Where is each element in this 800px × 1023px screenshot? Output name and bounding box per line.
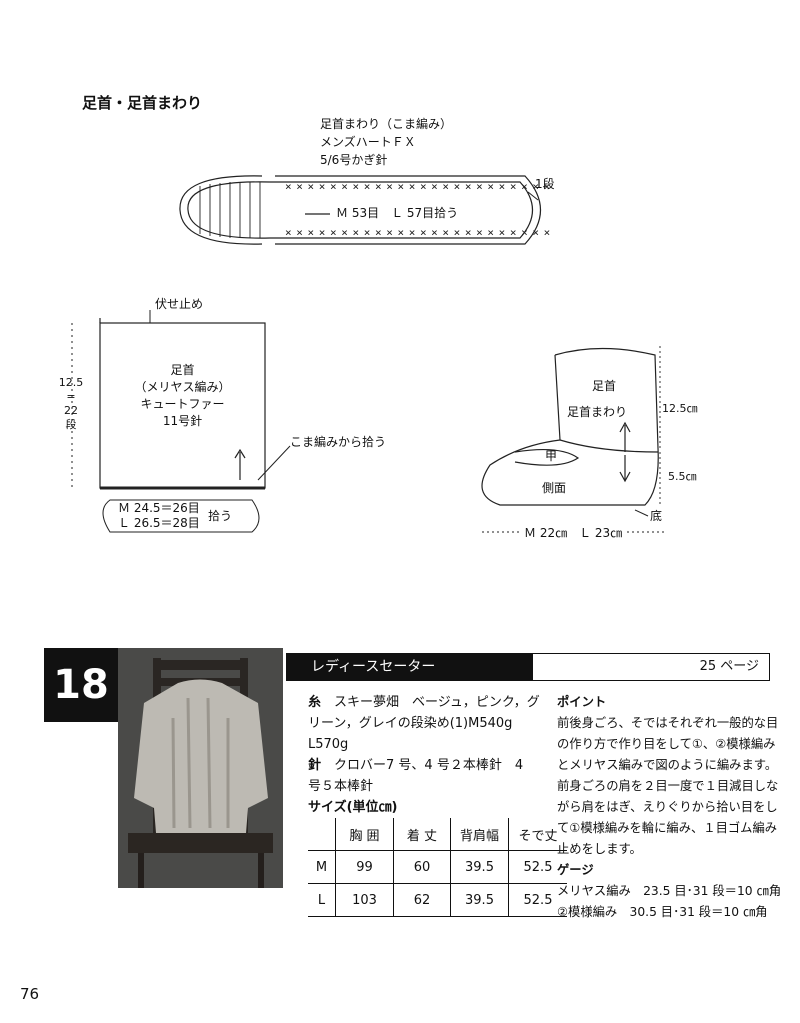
bind-off-label: 伏せ止め	[155, 297, 204, 311]
yarn-label: 糸	[308, 695, 322, 710]
boot-instep-label: 甲	[545, 449, 558, 463]
table-row: L 103 62 39.5 52.5	[308, 883, 567, 917]
size-cell: 60	[393, 850, 451, 884]
boot-height-lower: 5.5㎝	[668, 470, 697, 483]
size-table-header: 胸 囲 着 丈 背肩幅 そで丈	[308, 818, 567, 851]
cuff-title: 足首まわり（こま編み）	[320, 117, 453, 131]
m-count: Ｍ 24.5＝26目	[118, 501, 200, 515]
pattern-number: 18	[44, 648, 118, 722]
size-heading: サイズ(単位㎝)	[308, 800, 398, 815]
page-reference: 25 ページ	[699, 659, 759, 674]
panel-height-unit: 段	[65, 418, 77, 431]
size-header-cell: そで丈	[508, 818, 567, 851]
size-cell: M	[315, 859, 328, 875]
size-cell: 39.5	[450, 883, 509, 917]
size-header-cell: 胸 囲	[335, 818, 394, 851]
size-cell: 39.5	[450, 850, 509, 884]
gauge-heading: ゲージ	[557, 863, 594, 877]
sweater-illustration	[118, 648, 283, 888]
size-cell: 103	[335, 883, 394, 917]
yarn-text: スキー夢畑 ベージュ，ピンク，グリーン，グレイの段染め(1)M540g L570…	[308, 695, 540, 752]
size-header-cell	[308, 818, 336, 851]
ankle-panel-chart	[71, 310, 291, 533]
pattern-title-bar: レディースセーター 25 ページ	[286, 653, 770, 681]
size-cell: 99	[335, 850, 394, 884]
size-header-cell: 背肩幅	[450, 818, 509, 851]
table-row: M 99 60 39.5 52.5	[308, 850, 567, 884]
panel-height: 12.5 = 22 段	[56, 376, 86, 432]
cuff-stitch-count: Ｍ 53目 Ｌ 57目拾う	[336, 206, 459, 220]
gauge-line: ②模様編み 30.5 目･31 段＝10 ㎝角	[557, 905, 768, 919]
needle-label: 針	[308, 758, 322, 773]
l-count: Ｌ 26.5＝28目	[118, 516, 200, 530]
boot-length: Ｍ 22㎝ Ｌ 23㎝	[520, 525, 627, 542]
panel-technique: （メリヤス編み）	[134, 380, 231, 394]
pickup-note: こま編みから拾う	[290, 435, 387, 449]
panel-yarn: キュートファー	[140, 397, 225, 411]
section-title: 足首・足首まわり	[82, 94, 203, 112]
point-block: ポイント 前後身ごろ、そではそれぞれ一般的な目の作り方で作り目をして①、②模様編…	[557, 692, 787, 923]
size-table: 胸 囲 着 丈 背肩幅 そで丈 M 99 60 39.5 52.5 L 103 …	[308, 818, 567, 917]
gauge-line: メリヤス編み 23.5 目･31 段＝10 ㎝角	[557, 884, 782, 898]
sweater-photo	[118, 648, 283, 888]
materials-block: 糸 スキー夢畑 ベージュ，ピンク，グリーン，グレイの段染め(1)M540g L5…	[308, 692, 540, 818]
svg-text:× × × × × × × × × × × × × × ×: × × × × × × × × × × × × × × × × × × × × …	[285, 180, 550, 193]
yarn-line: 糸 スキー夢畑 ベージュ，ピンク，グリーン，グレイの段染め(1)M540g L5…	[308, 692, 540, 755]
cuff-hook: 5/6号かぎ針	[320, 153, 388, 167]
pattern-title: レディースセーター	[287, 654, 533, 680]
size-cell: 52.5	[508, 850, 567, 884]
needle-line: 針 クロバー7 号、4 号２本棒針 4 号５本棒針	[308, 755, 540, 797]
point-heading: ポイント	[557, 695, 607, 709]
panel-name: 足首	[170, 363, 195, 377]
boot-height-upper: 12.5㎝	[662, 402, 698, 415]
panel-needle: 11号針	[162, 414, 203, 428]
size-header-cell: 着 丈	[393, 818, 451, 851]
svg-text:× × × × × × × × × × × × × × ×: × × × × × × × × × × × × × × × × × × × × …	[285, 226, 550, 239]
boot-side-label: 側面	[542, 481, 567, 495]
boot-ankle-around-label: 足首まわり	[567, 405, 628, 419]
cuff-row-label: 1段	[535, 177, 555, 191]
size-cell: L	[317, 892, 326, 908]
size-cell: 52.5	[508, 883, 567, 917]
ankle-cuff-chart	[179, 175, 542, 245]
boot-illustration	[481, 346, 665, 533]
panel-height-rows: 22	[64, 404, 78, 417]
size-cell: 62	[393, 883, 451, 917]
point-text: 前後身ごろ、そではそれぞれ一般的な目の作り方で作り目をして①、②模様編みとメリヤ…	[557, 716, 779, 856]
boot-ankle-label: 足首	[592, 379, 617, 393]
needle-text: クロバー7 号、4 号２本棒針 4 号５本棒針	[308, 758, 524, 794]
boot-sole-label: 底	[650, 509, 663, 523]
panel-height-eq: =	[66, 390, 76, 403]
page-number: 76	[20, 985, 40, 1003]
panel-height-cm: 12.5	[58, 376, 84, 389]
pick-up-label: 拾う	[208, 509, 233, 523]
cuff-yarn: メンズハートＦＸ	[320, 135, 416, 149]
panel-text-block: 足首 （メリヤス編み） キュートファー 11号針	[100, 362, 265, 430]
